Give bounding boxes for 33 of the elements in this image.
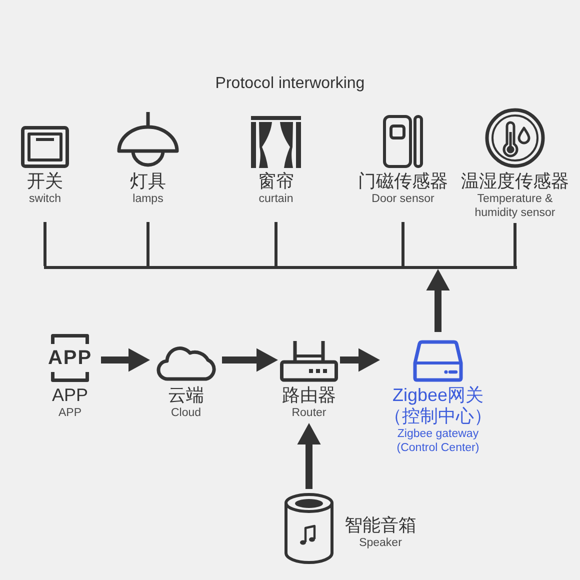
connector-line [44, 222, 46, 266]
node-label: 窗帘 [258, 171, 294, 192]
node-caption: lamps [132, 192, 164, 206]
node-label: 灯具 [130, 171, 166, 192]
connector-line [514, 223, 516, 266]
arrow [222, 348, 278, 372]
arrow [340, 348, 380, 372]
node-caption: switch [28, 192, 62, 206]
node-caption: Speaker [358, 536, 402, 550]
node-label: 路由器 [282, 385, 336, 406]
node-caption: Router [291, 406, 327, 420]
title: Protocol interworking [215, 74, 365, 94]
node-caption: APP [58, 406, 82, 420]
node-label: APP [51, 385, 89, 406]
bus-line [44, 266, 516, 269]
icon-text: APP [48, 347, 92, 369]
node-caption: Temperature & humidity sensor [474, 192, 556, 220]
arrow [426, 269, 450, 332]
node-label: 智能音箱 [344, 515, 417, 536]
node-label: 云端 [168, 385, 204, 406]
connector-line [146, 222, 150, 266]
connector-line [274, 222, 278, 266]
node-caption: curtain [258, 192, 294, 206]
node-caption: Cloud [170, 406, 202, 420]
arrow [297, 423, 321, 489]
node-caption: Door sensor [371, 192, 435, 206]
node-label: 温湿度传感器 [460, 171, 570, 192]
node-label: 开关 [26, 171, 64, 192]
connector-line [402, 222, 404, 266]
node-caption: Zigbee gateway (Control Center) [396, 427, 480, 455]
node-label: Zigbee网关（控制中心） [384, 385, 492, 427]
node-label: 门磁传感器 [358, 171, 448, 192]
arrow [101, 348, 150, 372]
